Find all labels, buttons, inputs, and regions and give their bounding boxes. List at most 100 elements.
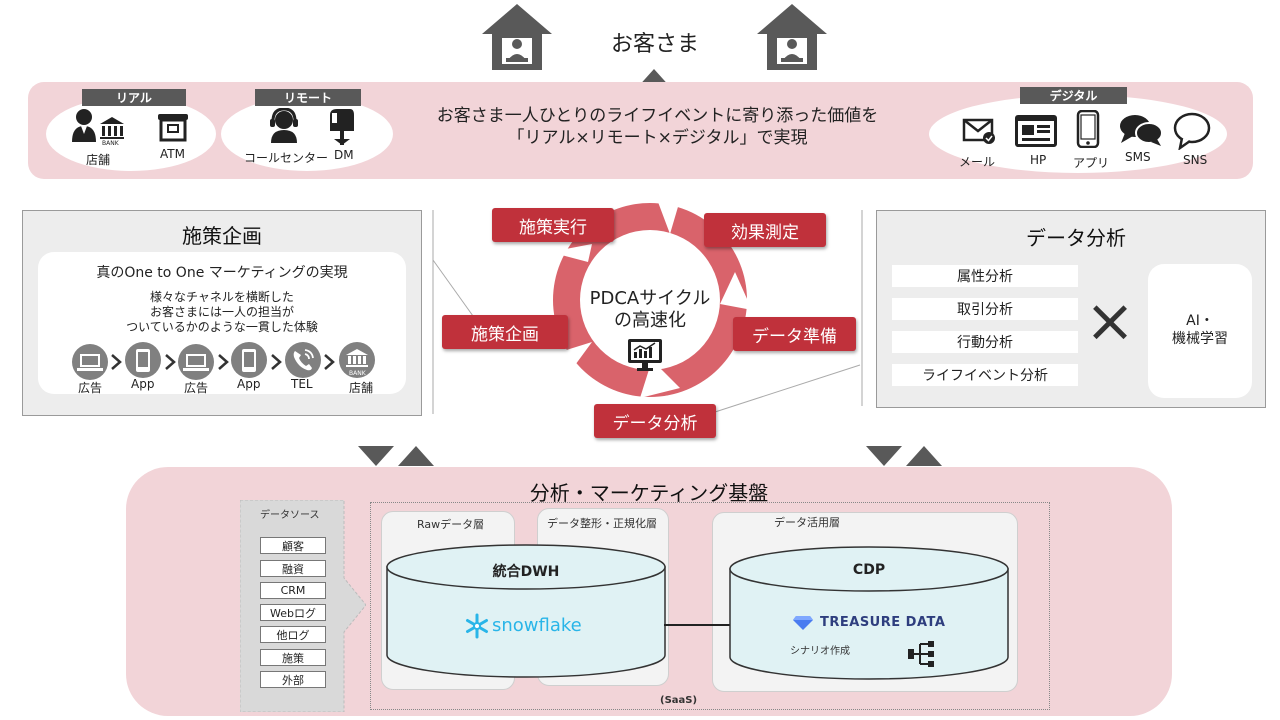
analysis-item-3: 行動分析 <box>892 331 1078 353</box>
phone-app-icon-2 <box>230 341 268 379</box>
remote-tag: リモート <box>255 89 361 106</box>
down-up-arrows-left <box>358 446 434 466</box>
monitor-chart-icon <box>627 338 663 372</box>
digital-tag: デジタル <box>1020 87 1127 104</box>
planning-panel-title: 施策企画 <box>182 224 262 248</box>
data-source-item: 外部 <box>260 671 326 688</box>
data-source-item: CRM <box>260 582 326 599</box>
dwh-title: 統合DWH <box>492 564 560 580</box>
pdca-step-analyze: データ分析 <box>594 404 716 438</box>
laptop-icon-1 <box>71 343 109 381</box>
pdca-center-line2: の高速化 <box>614 310 686 331</box>
staff-icon <box>70 108 100 144</box>
atm-label: ATM <box>160 147 185 161</box>
atm-icon <box>156 112 190 142</box>
platform-title: 分析・マーケティング基盤 <box>529 481 769 505</box>
dwh-cylinder <box>385 543 667 679</box>
bank-icon <box>99 116 125 144</box>
sms-icon <box>1119 113 1163 147</box>
value-message: お客さま一人ひとりのライフイベントに寄り添った価値を 「リアル×リモート×デジタ… <box>395 105 920 149</box>
journey-label-5: TEL <box>291 377 313 391</box>
analysis-item-1: 属性分析 <box>892 265 1078 287</box>
store-label: 店舗 <box>86 153 111 167</box>
pdca-step-plan: 施策企画 <box>442 315 568 349</box>
hp-label: HP <box>1030 153 1047 167</box>
sns-label: SNS <box>1183 153 1208 167</box>
chevron-right-icon <box>110 353 122 371</box>
call-center-label: コールセンター <box>244 151 329 165</box>
dm-label: DM <box>334 148 354 162</box>
remote-channel-oval <box>221 97 393 171</box>
diamond-icon <box>792 615 814 631</box>
journey-label-4: App <box>237 377 261 391</box>
sms-label: SMS <box>1125 150 1151 164</box>
ai-ml-line2: 機械学習 <box>1172 331 1228 347</box>
treasure-data-wordmark: TREASURE DATA <box>820 615 946 630</box>
ai-ml-line1: AI・ <box>1186 313 1214 329</box>
sns-icon <box>1172 112 1212 150</box>
analysis-item-4: ライフイベント分析 <box>892 364 1078 386</box>
analysis-panel-title: データ分析 <box>1026 226 1126 250</box>
data-source-item: Webログ <box>260 604 326 621</box>
bank-icon-circle-text: BANK <box>349 370 366 377</box>
raw-layer-title: Rawデータ層 <box>417 518 485 531</box>
mail-icon <box>962 118 996 144</box>
real-tag: リアル <box>82 89 186 106</box>
pdca-center-text: PDCAサイクル の高速化 <box>570 288 730 332</box>
snowflake-icon <box>464 613 490 639</box>
chevron-right-icon <box>323 353 335 371</box>
phone-app-icon-1 <box>124 341 162 379</box>
saas-label: (SaaS) <box>660 695 698 706</box>
house-icon-left <box>480 2 554 72</box>
value-message-line2: 「リアル×リモート×デジタル」で実現 <box>507 128 808 148</box>
pdca-center-line1: PDCAサイクル <box>589 288 711 309</box>
mail-label: メール <box>959 155 996 169</box>
planning-description-line3: ついているかのような一貫した体験 <box>126 320 318 334</box>
data-source-title: データソース <box>260 510 320 521</box>
journey-label-6: 店舗 <box>349 381 374 395</box>
ai-ml-text: AI・ 機械学習 <box>1148 312 1252 348</box>
snowflake-wordmark: snowflake <box>492 615 582 636</box>
cross-operator: × <box>1084 286 1136 356</box>
pdca-step-do: 施策実行 <box>492 208 614 242</box>
ai-ml-box <box>1148 264 1252 398</box>
headset-icon <box>268 108 300 144</box>
bank-icon-circle <box>337 341 377 379</box>
cdp-title: CDP <box>852 562 886 578</box>
value-message-line1: お客さま一人ひとりのライフイベントに寄り添った価値を <box>436 106 879 126</box>
laptop-icon-2 <box>177 343 215 381</box>
planning-description: 様々なチャネルを横断した お客さまには一人の担当が ついているかのような一貫した… <box>38 290 406 335</box>
chevron-right-icon <box>217 353 229 371</box>
bank-icon-text: BANK <box>102 140 119 147</box>
customer-title: お客さま <box>610 32 699 57</box>
pdca-step-check: 効果測定 <box>704 213 826 247</box>
planning-description-line2: お客さまには一人の担当が <box>149 305 294 319</box>
analysis-item-2: 取引分析 <box>892 298 1078 320</box>
house-icon-right <box>755 2 829 72</box>
saas-frame <box>370 502 1050 710</box>
journey-label-2: App <box>131 377 155 391</box>
flow-branch-icon <box>906 640 936 668</box>
normalize-layer-title: データ整形・正規化層 <box>547 517 657 530</box>
telephone-icon <box>284 341 322 379</box>
cdp-cylinder <box>728 545 1010 681</box>
data-source-item: 施策 <box>260 649 326 666</box>
app-label: アプリ <box>1073 156 1110 170</box>
chevron-right-icon <box>164 353 176 371</box>
smartphone-icon <box>1076 110 1100 148</box>
data-source-item: 他ログ <box>260 626 326 643</box>
pdca-cycle-ring <box>530 192 770 412</box>
mailbox-icon <box>326 107 356 147</box>
data-source-item: 顧客 <box>260 537 326 554</box>
scenario-label: シナリオ作成 <box>790 646 850 657</box>
usage-layer-title: データ活用層 <box>774 516 840 529</box>
web-page-icon <box>1014 114 1058 148</box>
planning-description-line1: 様々なチャネルを横断した <box>150 290 294 304</box>
data-source-item: 融資 <box>260 560 326 577</box>
chevron-right-icon <box>270 353 282 371</box>
journey-label-1: 広告 <box>78 381 103 395</box>
journey-label-3: 広告 <box>184 381 209 395</box>
down-up-arrows-right <box>866 446 942 466</box>
pdca-step-prep: データ準備 <box>733 317 856 351</box>
planning-subtitle: 真のOne to One マーケティングの実現 <box>96 265 348 281</box>
